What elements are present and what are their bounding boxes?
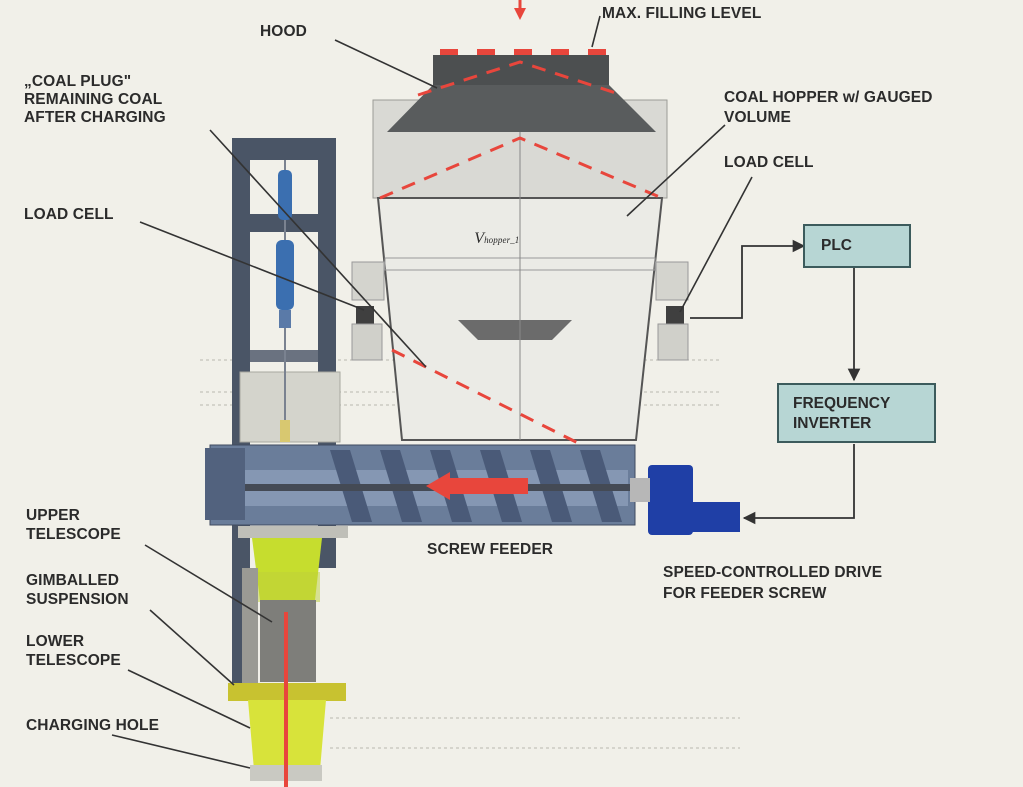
drive-motor [630, 465, 740, 535]
gimballed-suspension-label: GIMBALLED SUSPENSION [26, 572, 129, 608]
load-cell-left-label: LOAD CELL [24, 206, 114, 223]
load-cells [351, 306, 689, 361]
upper-telescope-label: UPPER TELESCOPE [26, 507, 121, 543]
frequency-inverter-box: FREQUENCY INVERTER [777, 383, 936, 443]
frequency-inverter-label: FREQUENCY INVERTER [793, 395, 891, 432]
charging-hole-label: CHARGING HOLE [26, 717, 160, 734]
screw-feeder [205, 444, 670, 526]
hopper-volume-symbol: Vhopper_1 [474, 230, 520, 247]
coal-hopper-label: COAL HOPPER w/ GAUGED VOLUME [724, 89, 933, 126]
guide-frame [232, 138, 341, 683]
plc-box: PLC [803, 224, 911, 268]
load-cell-right-label: LOAD CELL [724, 154, 814, 171]
coal-hopper [351, 99, 689, 441]
leader-lines [111, 15, 753, 769]
speed-drive-label: SPEED-CONTROLLED DRIVE FOR FEEDER SCREW [663, 564, 883, 602]
screw-feeder-label: SCREW FEEDER [427, 541, 554, 558]
hood-label: HOOD [260, 23, 307, 40]
lower-telescope-label: LOWER TELESCOPE [26, 633, 121, 669]
plc-label: PLC [821, 237, 852, 254]
flow-arrow-head [514, 8, 526, 20]
coal-plug-label: „COAL PLUG" REMAINING COAL AFTER CHARGIN… [24, 73, 166, 126]
signal-lines [690, 239, 861, 525]
max-filling-level-label: MAX. FILLING LEVEL [602, 5, 762, 22]
